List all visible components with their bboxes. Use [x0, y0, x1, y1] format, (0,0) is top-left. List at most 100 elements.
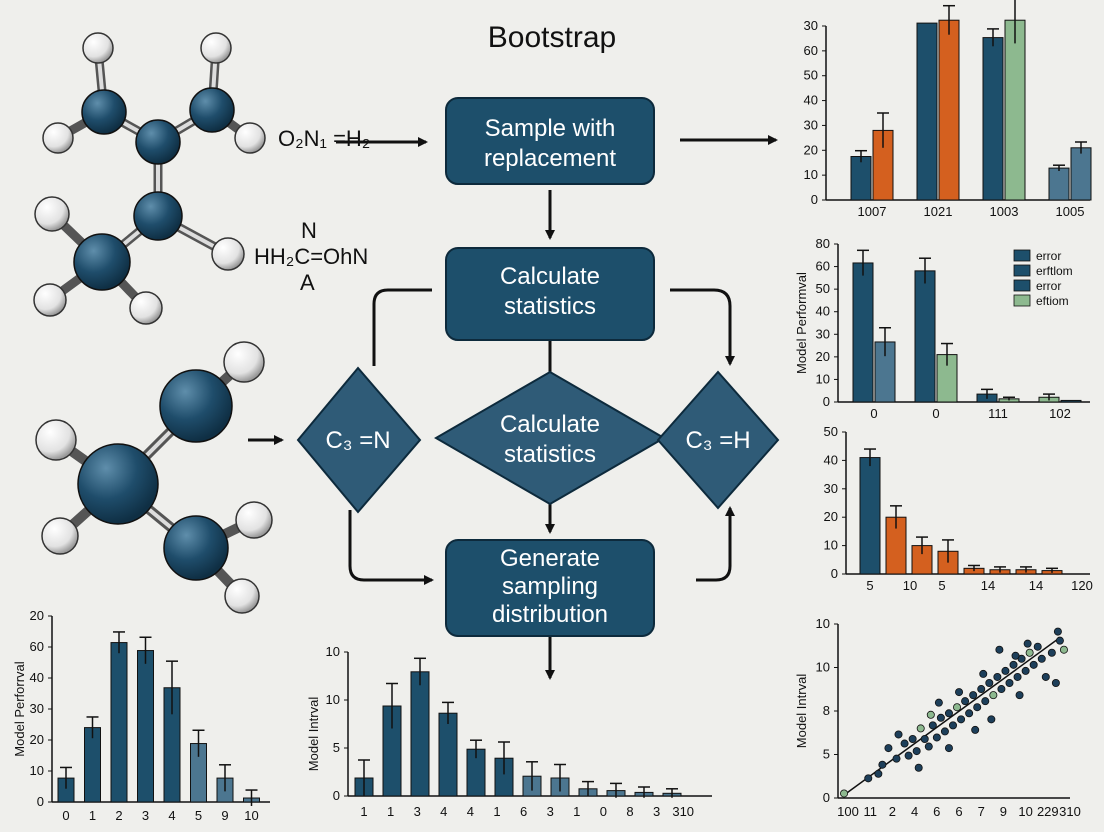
bar	[438, 712, 458, 797]
y-tick-label: 30	[804, 18, 818, 33]
generate-label-3: distribution	[492, 601, 608, 628]
x-tick-label: 102	[1049, 406, 1071, 421]
bar	[110, 642, 128, 803]
generate-label-2: sampling	[502, 573, 598, 600]
left-decision-diamond: C₃ =N	[296, 366, 422, 514]
bar	[916, 22, 938, 201]
scatter-point	[944, 744, 953, 753]
sample-label-2: replacement	[484, 145, 616, 172]
y-tick-label: 40	[816, 304, 830, 319]
scatter-point	[961, 697, 970, 706]
x-tick-label: 14	[981, 578, 995, 593]
y-tick-label: 0	[333, 788, 340, 803]
y-tick-label: 50	[804, 68, 818, 83]
legend-swatch	[1013, 264, 1031, 277]
legend-label: error	[1036, 249, 1061, 263]
y-tick-label: 30	[816, 326, 830, 341]
x-tick-label: 7	[978, 804, 985, 819]
x-tick-label: 5	[195, 808, 202, 823]
bar	[938, 19, 960, 201]
x-tick-label: 100	[837, 804, 859, 819]
y-tick-label: 5	[823, 747, 830, 762]
x-tick-label: 1007	[858, 204, 887, 219]
scatter-point	[920, 734, 929, 743]
y-tick-label: 10	[816, 371, 830, 386]
page-title: Bootstrap	[488, 21, 616, 54]
y-tick-label: 8	[823, 703, 830, 718]
scatter-point	[932, 733, 941, 742]
generate-sampling-distribution-box: Generate sampling distribution	[445, 539, 655, 637]
x-tick-label: 9	[221, 808, 228, 823]
scatter-point	[1013, 672, 1022, 681]
scatter-point	[926, 710, 935, 719]
y-tick-label: 10	[816, 660, 830, 675]
x-tick-label: 3	[142, 808, 149, 823]
bar	[1004, 19, 1026, 201]
scatter-point	[1021, 666, 1030, 675]
scatter-point	[874, 769, 883, 778]
left-diamond-label: C₃ =N	[325, 427, 390, 454]
scatter-point	[924, 742, 933, 751]
scatter-point	[1059, 645, 1068, 654]
scatter-point	[928, 721, 937, 730]
x-tick-label: 9	[1000, 804, 1007, 819]
scatter-point	[914, 763, 923, 772]
bar	[914, 270, 936, 403]
scatter-point	[1055, 636, 1064, 645]
flow-arrows	[248, 135, 778, 680]
scatter-point	[965, 709, 974, 718]
bar	[982, 37, 1004, 201]
scatter-point	[969, 691, 978, 700]
x-tick-label: 6	[933, 804, 940, 819]
formula-mid-a: A	[300, 270, 315, 295]
y-tick-label: 60	[816, 259, 830, 274]
calc-top-label-2: statistics	[504, 293, 596, 320]
y-tick-label: 50	[824, 424, 838, 439]
y-axis-label: Model Perforrval	[12, 661, 27, 756]
y-tick-label: 0	[831, 566, 838, 581]
x-tick-label: 5	[938, 578, 945, 593]
y-tick-label: 80	[816, 236, 830, 251]
y-tick-label: 0	[823, 394, 830, 409]
y-tick-label: 10	[30, 763, 44, 778]
calc-diamond-label-1: Calculate	[500, 411, 600, 438]
scatter-point	[1009, 660, 1018, 669]
y-axis-label: Model Intrval	[794, 674, 809, 749]
bar	[410, 671, 430, 797]
bar	[1048, 167, 1070, 201]
x-tick-label: 3	[547, 804, 554, 819]
scatter-point	[973, 703, 982, 712]
bar	[1060, 399, 1082, 403]
x-tick-label: 1005	[1056, 204, 1085, 219]
scatter-point	[1033, 642, 1042, 651]
scatter-point	[908, 734, 917, 743]
x-tick-label: 2	[889, 804, 896, 819]
scatter-point	[985, 679, 994, 688]
y-tick-label: 60	[804, 43, 818, 58]
y-tick-label: 20	[30, 608, 44, 623]
scatter-point	[957, 715, 966, 724]
y-tick-label: 10	[816, 616, 830, 631]
scatter-point	[1015, 691, 1024, 700]
scatter-point	[995, 645, 1004, 654]
formula-top: O₂N₁ =H₂	[278, 126, 370, 151]
y-tick-label: 20	[816, 349, 830, 364]
y-tick-label: 50	[816, 281, 830, 296]
scatter-point	[1041, 672, 1050, 681]
y-tick-label: 40	[804, 93, 818, 108]
scatter-point	[1025, 648, 1034, 657]
bar	[1070, 147, 1092, 201]
legend-swatch	[1013, 294, 1031, 307]
scatter-point	[1037, 654, 1046, 663]
scatter-point	[892, 754, 901, 763]
x-tick-label: 1003	[990, 204, 1019, 219]
y-tick-label: 10	[804, 167, 818, 182]
scatter-point	[894, 730, 903, 739]
y-axis-label: Model Intrval	[306, 697, 321, 772]
trend-line	[843, 637, 1061, 796]
